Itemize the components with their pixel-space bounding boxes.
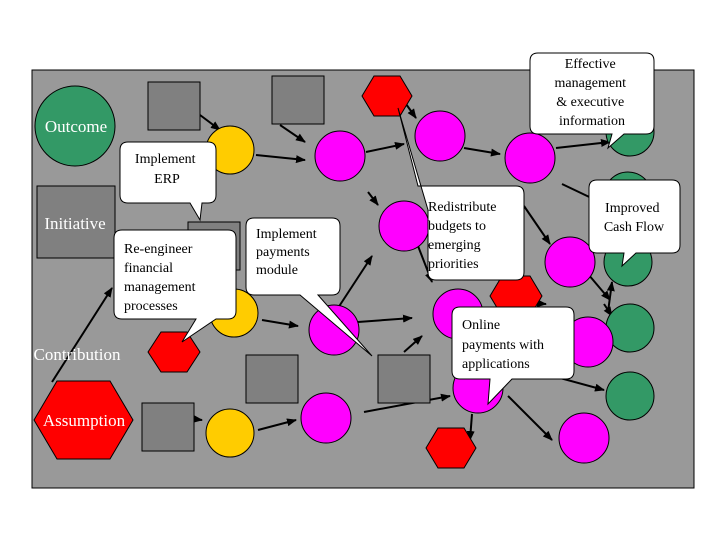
callout-line: applications bbox=[462, 357, 530, 372]
legend-assumption-shape bbox=[33, 380, 134, 460]
arrow bbox=[405, 103, 417, 119]
callout-line: emerging bbox=[428, 238, 481, 253]
svg-text:Effective management: Effective management & executive informa… bbox=[554, 57, 629, 129]
svg-text:Re-engineer financial: Re-engineer financial management process… bbox=[124, 242, 199, 314]
callout-line: Cash Flow bbox=[604, 220, 665, 235]
callout-line: Improved bbox=[605, 201, 659, 216]
arrow bbox=[363, 393, 451, 413]
callout-implement-erp: Implement ERP bbox=[119, 141, 217, 222]
arrow bbox=[559, 377, 605, 392]
callout-line: Re-engineer bbox=[124, 242, 193, 257]
callout-line: Effective bbox=[565, 57, 616, 72]
callout-line: payments with bbox=[462, 338, 544, 353]
callout-implement-payments: Implement payments module bbox=[245, 217, 373, 357]
svg-text:Implement payments: Implement payments module bbox=[256, 227, 320, 278]
contribution-node bbox=[544, 236, 596, 288]
arrow bbox=[279, 124, 306, 143]
legend-outcome-shape bbox=[34, 85, 116, 167]
callout-line: Implement bbox=[256, 227, 317, 242]
callout-line: & executive bbox=[556, 95, 624, 110]
initiative-node bbox=[271, 75, 325, 125]
callout-line: Online bbox=[462, 318, 500, 333]
arrow bbox=[367, 191, 379, 206]
arrow bbox=[507, 395, 553, 441]
contribution-node bbox=[378, 200, 430, 252]
arrow bbox=[257, 418, 297, 431]
callout-line: priorities bbox=[428, 257, 479, 272]
svg-text:Online payments with: Online payments with applications bbox=[462, 318, 548, 372]
contribution-node bbox=[314, 130, 366, 182]
callout-effective-management: Effective management & executive informa… bbox=[529, 52, 655, 150]
callout-line: payments bbox=[256, 245, 310, 260]
legend-initiative-label: Initiative bbox=[44, 214, 105, 233]
callout-reengineer-processes: Re-engineer financial management process… bbox=[113, 229, 237, 343]
initiative-node bbox=[141, 402, 195, 452]
callout-line: processes bbox=[124, 299, 178, 314]
callout-line: budgets to bbox=[428, 219, 486, 234]
contribution-node bbox=[300, 392, 352, 444]
initiatives bbox=[141, 75, 431, 452]
initiative-node bbox=[377, 354, 431, 404]
initiative-node bbox=[147, 81, 201, 131]
initiative-node bbox=[245, 354, 299, 404]
callout-line: information bbox=[559, 114, 625, 129]
arrow bbox=[466, 413, 475, 441]
arrow bbox=[365, 141, 405, 153]
arrow bbox=[337, 255, 373, 309]
assumption-node bbox=[425, 427, 477, 469]
contribution-node bbox=[414, 110, 466, 162]
callout-online-payments: Online payments with applications bbox=[451, 306, 575, 406]
arrow bbox=[587, 273, 611, 301]
arrow bbox=[403, 335, 423, 353]
svg-text:Redistribute budgets to: Redistribute budgets to emerging priorit… bbox=[428, 200, 500, 272]
legend-initiative-shape bbox=[36, 185, 116, 259]
legend-contribution-label: Contribution bbox=[34, 345, 121, 364]
callout-line: Implement bbox=[135, 152, 196, 167]
arrow bbox=[463, 147, 501, 157]
legend-outcome-label: Outcome bbox=[45, 117, 107, 136]
callout-improved-cash-flow: Improved Cash Flow bbox=[588, 179, 681, 268]
arrow bbox=[523, 205, 551, 245]
legend-assumption-label: Assumption bbox=[43, 411, 126, 430]
enabler-node bbox=[205, 408, 255, 458]
callout-line: financial bbox=[124, 261, 173, 276]
assumption-node bbox=[147, 331, 201, 373]
arrow bbox=[51, 287, 113, 383]
callout-line: ERP bbox=[154, 172, 180, 187]
svg-text:Implement ERP: Implement ERP bbox=[135, 152, 199, 187]
arrow bbox=[357, 314, 413, 323]
contribution-node bbox=[504, 132, 556, 184]
assumption-node bbox=[361, 75, 413, 117]
callout-redistribute-budgets: Redistribute budgets to emerging priorit… bbox=[397, 107, 525, 281]
arrow bbox=[261, 319, 299, 329]
arrow bbox=[199, 114, 221, 131]
contribution-node bbox=[308, 304, 360, 356]
svg-text:Improved Cash Flow: Improved Cash Flow bbox=[604, 201, 665, 235]
callout-line: management bbox=[124, 280, 196, 295]
assumptions bbox=[147, 75, 543, 469]
arrow bbox=[555, 139, 611, 149]
callout-line: Redistribute bbox=[428, 200, 496, 215]
callout-line: module bbox=[256, 263, 298, 278]
contribution-node bbox=[558, 412, 610, 464]
arrow bbox=[255, 154, 306, 164]
callout-line: management bbox=[554, 76, 626, 91]
outcome-node bbox=[605, 371, 655, 421]
